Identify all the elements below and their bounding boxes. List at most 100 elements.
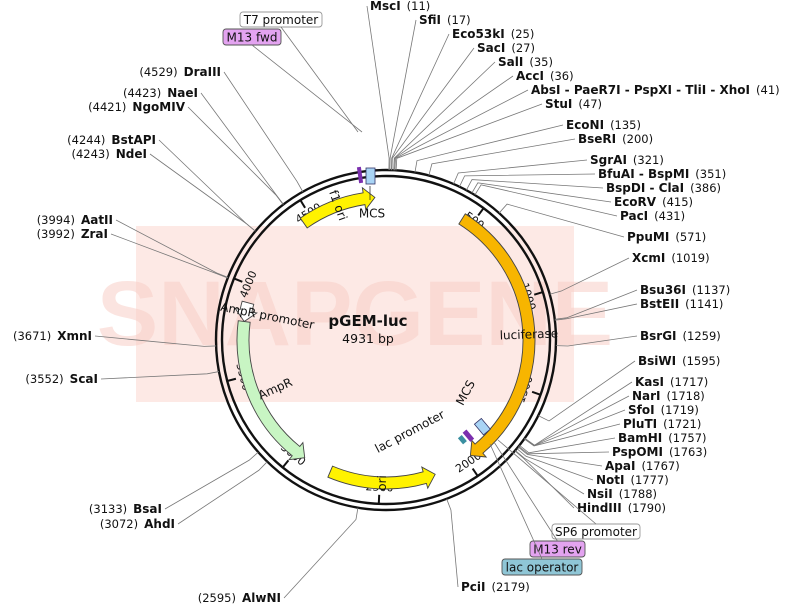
- lac-operator-tag[interactable]: lac operator: [501, 558, 583, 576]
- site-sfii[interactable]: SfiI(17): [419, 13, 471, 27]
- backbone: [214, 168, 558, 512]
- site-bsrgi[interactable]: BsrGI(1259): [640, 329, 721, 343]
- site-aatii[interactable]: AatII(3994): [37, 213, 113, 227]
- luciferase-arrow[interactable]: [458, 213, 536, 458]
- site-leader: [446, 498, 459, 588]
- site-position: (1777): [631, 473, 669, 487]
- site-bamhi[interactable]: BamHI(1757): [618, 431, 707, 445]
- site-position: (3552): [25, 372, 63, 386]
- site-position: (11): [407, 0, 431, 13]
- site-saci[interactable]: SacI(27): [477, 41, 535, 55]
- site-ecorv[interactable]: EcoRV(415): [614, 195, 693, 209]
- site-nsii[interactable]: NsiI (1788): [587, 487, 657, 501]
- site-leader: [393, 75, 514, 171]
- site-ahdi[interactable]: AhdI(3072): [100, 517, 175, 531]
- site-acci[interactable]: AccI(36): [516, 69, 574, 83]
- site-name: BstEII: [640, 297, 679, 311]
- ori-arrow[interactable]: [327, 465, 436, 490]
- site-name: PacI: [620, 209, 648, 223]
- site-leader: [554, 303, 638, 321]
- site-bstapi[interactable]: BstAPI(4244): [67, 133, 156, 147]
- site-leader: [187, 106, 284, 205]
- site-nari[interactable]: NarI(1718): [632, 389, 705, 403]
- ori-label: ori: [375, 475, 389, 491]
- site-pluti[interactable]: PluTI(1721): [623, 417, 701, 431]
- site-position: (3072): [100, 517, 138, 531]
- tick-mark: [533, 291, 544, 296]
- site-noti[interactable]: NotI(1777): [596, 473, 669, 487]
- site-bsiwi[interactable]: BsiWI(1595): [638, 354, 720, 368]
- tick-mark: [226, 377, 237, 382]
- site-leader: [459, 173, 596, 187]
- site-sali[interactable]: SalI(35): [498, 55, 553, 69]
- site-bspdi-clai[interactable]: BspDI - ClaI(386): [606, 181, 721, 195]
- site-leader: [100, 371, 220, 380]
- site-draiii[interactable]: DraIII(4529): [139, 65, 221, 79]
- site-apai[interactable]: ApaI(1767): [605, 459, 680, 473]
- site-leader: [498, 203, 625, 238]
- site-hindiii[interactable]: HindIII (1790): [577, 501, 666, 515]
- site-scai[interactable]: ScaI(3552): [25, 372, 98, 386]
- site-bsu36i[interactable]: Bsu36I(1137): [640, 283, 730, 297]
- site-alwni[interactable]: AlwNI(2595): [198, 591, 281, 605]
- site-absi-paer7i-pspxi-tlii-xhoi[interactable]: AbsI - PaeR7I - PspXI - TliI - XhoI(41): [531, 83, 780, 97]
- m13-rev-tag[interactable]: M13 rev: [529, 540, 586, 558]
- site-paci[interactable]: PacI(431): [620, 209, 685, 223]
- site-position: (1788): [619, 487, 657, 501]
- site-xmni[interactable]: XmnI(3671): [13, 329, 92, 343]
- lac-operator-mark-2: [457, 435, 467, 445]
- site-position: (3992): [37, 227, 75, 241]
- site-leader: [554, 289, 638, 320]
- sp6-promoter-tag[interactable]: SP6 promoter: [551, 523, 641, 540]
- mcs-bottom-box[interactable]: [473, 417, 491, 436]
- site-ndei[interactable]: NdeI(4243): [72, 147, 148, 161]
- site-stui[interactable]: StuI(47): [545, 97, 602, 111]
- site-xcmi[interactable]: XcmI(1019): [632, 251, 710, 265]
- site-bseri[interactable]: BseRI(200): [578, 132, 653, 146]
- site-leader: [518, 445, 610, 455]
- site-position: (4243): [72, 147, 110, 161]
- site-leader: [115, 219, 229, 278]
- t7-promoter-tag[interactable]: T7 promoter: [239, 11, 323, 28]
- site-name: DraIII: [184, 65, 221, 79]
- site-zrai[interactable]: ZraI(3992): [37, 227, 108, 241]
- restriction-sites: MscI(11)SfiI(17)Eco53kI(25)SacI(27)SalI(…: [13, 0, 780, 605]
- site-position: (2595): [198, 591, 236, 605]
- site-position: (1790): [628, 501, 666, 515]
- site-name: XcmI: [632, 251, 665, 265]
- ampr-promoter-arrow[interactable]: [234, 300, 258, 323]
- site-econi[interactable]: EcoNI(135): [566, 118, 641, 132]
- site-name: HindIII: [577, 501, 622, 515]
- site-eco53ki[interactable]: Eco53kI(25): [452, 27, 534, 41]
- site-name: NsiI: [587, 487, 613, 501]
- site-leader: [523, 423, 621, 447]
- site-bsai[interactable]: BsaI(3133): [89, 502, 162, 516]
- site-pcii[interactable]: PciI(2179): [461, 580, 530, 594]
- m13-fwd-tag[interactable]: M13 fwd: [222, 28, 282, 46]
- tick-mark: [477, 207, 485, 217]
- site-bsteii[interactable]: BstEII(1141): [640, 297, 723, 311]
- site-ppumi[interactable]: PpuMI(571): [627, 230, 706, 244]
- site-sgrai[interactable]: SgrAI(321): [590, 153, 664, 167]
- annotation-leader: [280, 26, 359, 133]
- site-position: (2179): [492, 580, 530, 594]
- plasmid-size: 4931 bp: [342, 331, 394, 346]
- site-sfoi[interactable]: SfoI(1719): [628, 403, 699, 417]
- site-kasi[interactable]: KasI(1717): [635, 375, 708, 389]
- site-leader: [514, 450, 575, 509]
- site-name: BfuAI - BspMI: [598, 167, 689, 181]
- site-pspomi[interactable]: PspOMI(1763): [612, 445, 707, 459]
- site-naei[interactable]: NaeI(4423): [123, 86, 198, 100]
- site-name: NarI: [632, 389, 661, 403]
- site-ngomiv[interactable]: NgoMIV(4421): [88, 100, 186, 114]
- site-bfuai-bspmi[interactable]: BfuAI - BspMI(351): [598, 167, 726, 181]
- f1-ori-arrow[interactable]: [299, 186, 376, 229]
- site-position: (17): [447, 13, 471, 27]
- site-position: (41): [756, 83, 780, 97]
- mcs-top-box[interactable]: [365, 167, 376, 185]
- site-position: (386): [690, 181, 721, 195]
- site-position: (1757): [668, 431, 706, 445]
- site-msci[interactable]: MscI(11): [370, 0, 430, 13]
- site-name: AatII: [81, 213, 113, 227]
